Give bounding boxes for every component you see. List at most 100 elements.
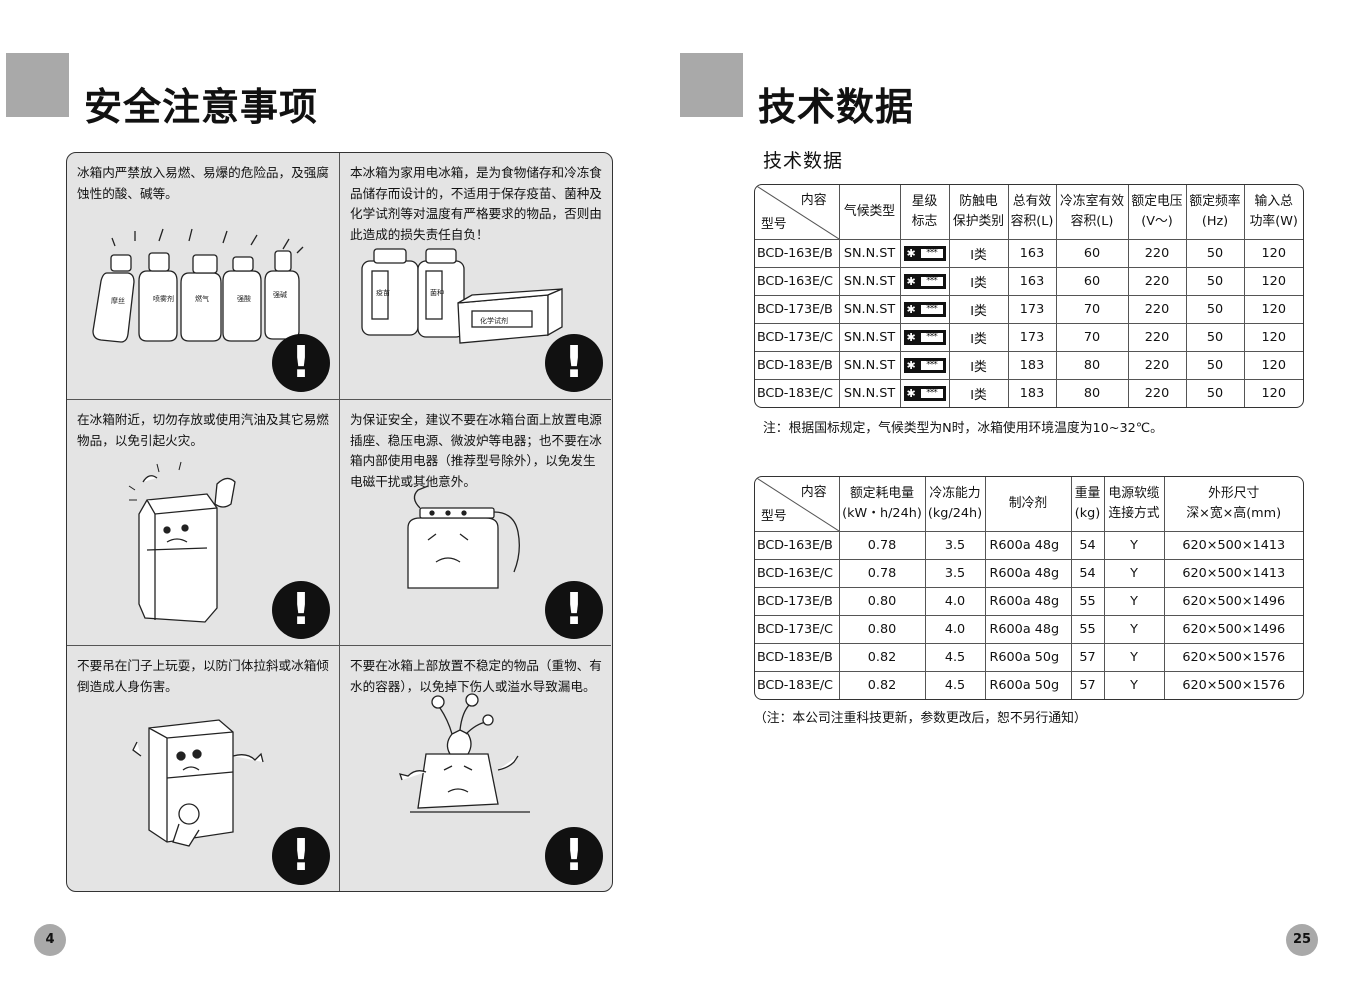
safety-text-1: 冰箱内严禁放入易燃、易爆的危险品，及强腐蚀性的酸、碱等。 (77, 165, 329, 201)
label-gas: 燃气 (195, 294, 209, 303)
table1-cell: Ⅰ类 (948, 239, 1009, 268)
model-cell: BCD-163E/B (755, 531, 840, 560)
table2-header: 重量 (kg) (1070, 477, 1105, 532)
table1-cell: Ⅰ类 (948, 379, 1009, 407)
star-symbol-icon: ✱*** (903, 302, 946, 317)
table2-cell: 0.82 (838, 671, 926, 699)
table2-cell: 0.82 (838, 643, 926, 672)
table1-cell: 80 (1055, 379, 1129, 407)
table1-cell: SN.N.ST (838, 295, 901, 324)
table1-cell: 183 (1007, 379, 1057, 407)
safety-cell-5: 不要吊在门子上玩耍，以防门体拉斜或冰箱倾倒造成人身伤害。 ! (67, 645, 339, 891)
table1-cell: 220 (1127, 239, 1187, 268)
star-glyph: ✱ (906, 275, 916, 288)
table1-cell: 220 (1127, 379, 1187, 407)
table2-cell: Y (1103, 671, 1165, 699)
table2-cell: Y (1103, 615, 1165, 644)
table2-cell: R600a 48g (984, 559, 1072, 588)
table2-cell: 3.5 (924, 559, 986, 588)
star-box: *** (920, 389, 943, 398)
label-spray: 喷雾剂 (153, 294, 174, 303)
safety-text-2: 本冰箱为家用电冰箱，是为食物储存和冷冻食品储存而设计的，不适用于保存疫苗、菌种及… (350, 165, 602, 242)
table1-cell: 50 (1185, 323, 1245, 352)
table1-note: 注：根据国标规定，气候类型为N时，冰箱使用环境温度为10~32℃。 (763, 421, 1163, 436)
table1-corner-header: 内容 型号 (755, 185, 840, 240)
model-cell: BCD-163E/C (755, 267, 840, 296)
safety-text-4: 为保证安全，建议不要在冰箱台面上放置电源插座、稳压电源、微波炉等电器；也不要在冰… (350, 412, 602, 489)
left-page-number: 4 (34, 924, 66, 956)
label-chemical: 化学试剂 (480, 316, 508, 325)
table1-cell: 220 (1127, 351, 1187, 380)
table1-cell: 50 (1185, 351, 1245, 380)
table2-cell: 4.0 (924, 615, 986, 644)
table2-cell: 54 (1070, 559, 1105, 588)
table2-header: 外形尺寸 深×宽×高(mm) (1163, 477, 1303, 532)
table1-cell: 163 (1007, 267, 1057, 296)
model-cell: BCD-183E/B (755, 643, 840, 672)
warning-icon: ! (545, 334, 603, 392)
table1-cell: 120 (1243, 267, 1303, 296)
safety-grid: 冰箱内严禁放入易燃、易爆的危险品，及强腐蚀性的酸、碱等。 摩丝 喷雾剂 燃气 (66, 152, 613, 892)
table1-cell: 50 (1185, 379, 1245, 407)
table1-cell: 120 (1243, 239, 1303, 268)
table2-cell: R600a 48g (984, 531, 1072, 560)
star-symbol-icon: ✱*** (903, 246, 946, 261)
table2-cell: R600a 48g (984, 615, 1072, 644)
star-rating-icon: ✱*** (899, 379, 950, 407)
tech-table-2: 内容 型号 额定耗电量 (kW・h/24h) 冷冻能力 (kg/24h) 制冷剂… (754, 476, 1304, 700)
safety-text-3: 在冰箱附近，切勿存放或使用汽油及其它易燃物品，以免引起火灾。 (77, 412, 329, 448)
star-box: *** (920, 277, 943, 286)
safety-text-6: 不要在冰箱上部放置不稳定的物品（重物、有水的容器），以免掉下伤人或溢水导致漏电。 (350, 658, 602, 694)
label-acid: 强酸 (237, 294, 251, 303)
warning-icon: ! (272, 334, 330, 392)
table1-cell: Ⅰ类 (948, 295, 1009, 324)
table1-cell: 120 (1243, 351, 1303, 380)
left-title-block (6, 53, 69, 117)
table2-cell: 55 (1070, 587, 1105, 616)
table1-header: 额定频率 (Hz) (1185, 185, 1245, 240)
table1-header: 气候类型 (838, 185, 901, 240)
table2-cell: 0.80 (838, 587, 926, 616)
table2-header: 电源软缆 连接方式 (1103, 477, 1165, 532)
hanging-child-illustration (132, 719, 264, 847)
table2-cell: 620×500×1576 (1163, 671, 1303, 699)
model-cell: BCD-163E/C (755, 559, 840, 588)
star-box: *** (920, 361, 943, 370)
table2-cell: 57 (1070, 643, 1105, 672)
table1-cell: 80 (1055, 351, 1129, 380)
table1-cell: SN.N.ST (838, 323, 901, 352)
table2-cell: 54 (1070, 531, 1105, 560)
table1-corner-top: 内容 (800, 193, 827, 208)
right-title-block (680, 53, 743, 117)
table2-cell: 620×500×1413 (1163, 531, 1303, 560)
table2-cell: R600a 48g (984, 587, 1072, 616)
table1-cell: Ⅰ类 (948, 267, 1009, 296)
table2-corner-top: 内容 (800, 485, 827, 500)
model-cell: BCD-173E/B (755, 295, 840, 324)
vaccine-chemical-illustration: 疫苗 菌种 化学试剂 (361, 248, 563, 344)
table2-cell: 4.0 (924, 587, 986, 616)
safety-text-5: 不要吊在门子上玩耍，以防门体拉斜或冰箱倾倒造成人身伤害。 (77, 658, 329, 694)
safety-cell-1: 冰箱内严禁放入易燃、易爆的危险品，及强腐蚀性的酸、碱等。 摩丝 喷雾剂 燃气 (67, 153, 339, 399)
table1-cell: 50 (1185, 295, 1245, 324)
fire-fridge-illustration (128, 461, 236, 623)
table2-header: 制冷剂 (984, 477, 1072, 532)
hazard-bottles-illustration: 摩丝 喷雾剂 燃气 强酸 强碱 (92, 228, 304, 343)
table1-cell: 173 (1007, 323, 1057, 352)
star-symbol-icon: ✱*** (903, 386, 946, 401)
star-rating-icon: ✱*** (899, 351, 950, 380)
safety-cell-3: 在冰箱附近，切勿存放或使用汽油及其它易燃物品，以免引起火灾。 ! (67, 399, 339, 645)
table1-cell: 70 (1055, 295, 1129, 324)
star-symbol-icon: ✱*** (903, 330, 946, 345)
table1-corner-bottom: 型号 (761, 217, 787, 232)
right-page-number: 25 (1286, 924, 1318, 956)
right-page-title: 技术数据 (758, 85, 915, 129)
left-page-title: 安全注意事项 (84, 85, 319, 129)
table2-cell: 0.80 (838, 615, 926, 644)
